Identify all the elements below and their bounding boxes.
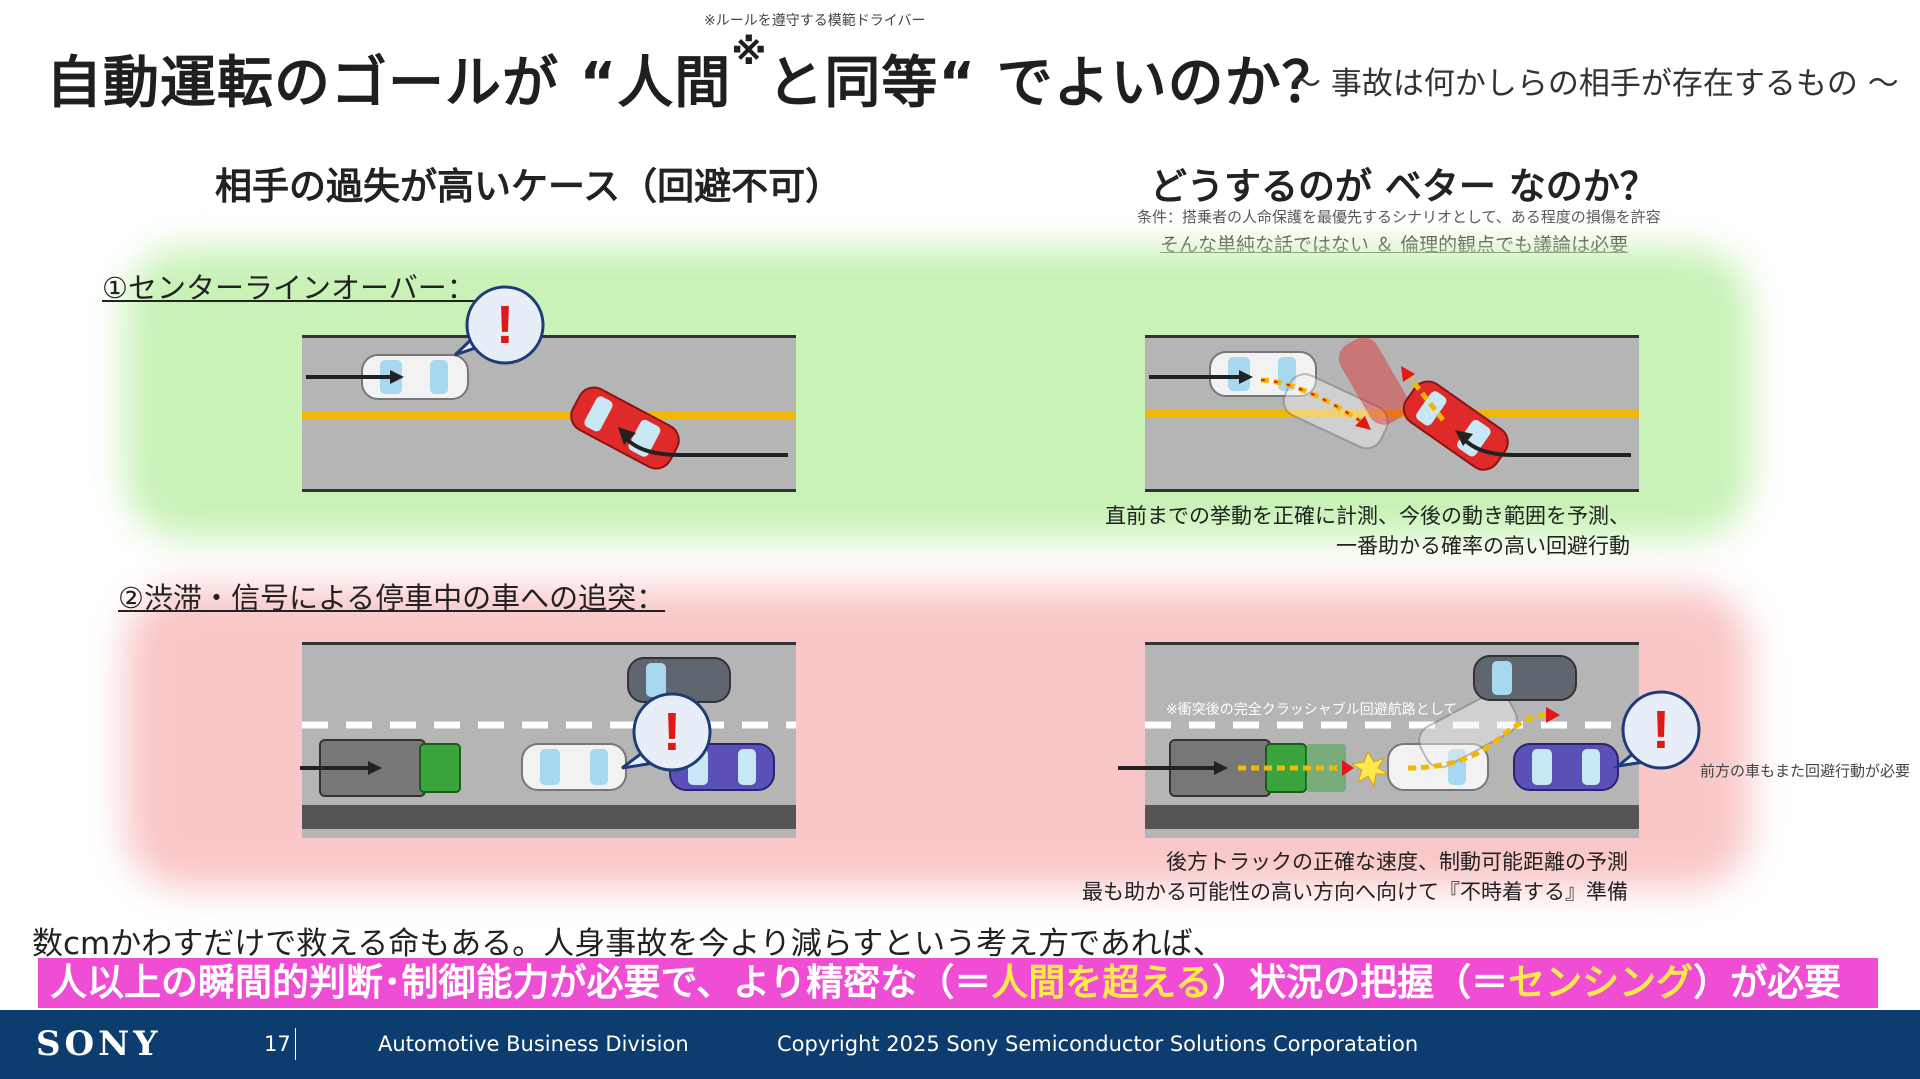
case2-caption-line2: 最も助かる可能性の高い方向へ向けて『不時着する』準備 xyxy=(1082,876,1628,906)
case2-scene-note: ※衝突後の完全クラッシャブル回避航路として xyxy=(1166,701,1457,718)
conclusion-part-c: ）状況の把握（＝ xyxy=(1212,961,1508,1004)
conclusion-part-e: ）が必要 xyxy=(1693,961,1841,1004)
case2-scene-before: ! xyxy=(300,640,800,840)
alert-mark: ! xyxy=(1652,700,1670,760)
conclusion-part-a: 人以上の瞬間的判断･制御能力が必要で、より精密な（＝ xyxy=(50,961,991,1004)
page-subtitle: ～ 事故は何かしらの相手が存在するもの ～ xyxy=(1290,58,1899,103)
case2-caption-line1: 後方トラックの正確な速度、制動可能距離の予測 xyxy=(1166,846,1628,876)
case1-caption-line1: 直前までの挙動を正確に計測、今後の動き範囲を予測、 xyxy=(1105,500,1630,530)
bottom-statement: 数cmかわすだけで救える命もある。人身事故を今より減らすという考え方であれば、 xyxy=(32,918,1224,963)
left-heading: 相手の過失が高いケース（回避不可） xyxy=(215,156,842,210)
center-line xyxy=(302,411,796,419)
conclusion-highlight-beyond-human: 人間を超える xyxy=(991,961,1212,1004)
case2-label: ②渋滞・信号による停車中の車への追突： xyxy=(118,575,665,617)
title-part1: 自動運転のゴールが “人間 xyxy=(46,51,731,116)
case1-caption-line2: 一番助かる確率の高い回避行動 xyxy=(1336,530,1630,560)
brand-logo: SONY xyxy=(36,1024,162,1064)
condition-note: 条件：搭乗者の人命保護を最優先するシナリオとして、ある程度の損傷を許容 xyxy=(1137,206,1661,227)
white-car xyxy=(522,744,626,790)
page-separator xyxy=(295,1028,296,1060)
truck-ghost xyxy=(1306,744,1346,792)
conclusion-highlight-sensing: センシング xyxy=(1508,961,1693,1004)
page-title: 自動運転のゴールが “人間※と同等“ でよいのか？ xyxy=(46,38,1339,119)
alert-bubble: ! xyxy=(455,287,543,363)
copyright: Copyright 2025 Sony Semiconductor Soluti… xyxy=(777,1032,1418,1056)
case2-side-note: 前方の車もまた回避行動が必要 xyxy=(1700,760,1910,781)
page-number: 17 xyxy=(264,1032,291,1056)
case2-scene-after: ※衝突後の完全クラッシャブル回避航路として ! xyxy=(1118,640,1718,840)
division-name: Automotive Business Division xyxy=(378,1032,689,1056)
gray-car xyxy=(1474,656,1576,700)
purple-car xyxy=(1514,744,1618,790)
footnote-model-driver: ※ルールを遵守する模範ドライバー xyxy=(704,10,925,30)
conclusion-text: 人以上の瞬間的判断･制御能力が必要で、より精密な（＝人間を超える）状況の把握（＝… xyxy=(50,958,1841,1008)
title-footnote-mark: ※ xyxy=(731,32,767,73)
case1-scene-before: ! xyxy=(300,285,800,495)
title-part2: と同等“ でよいのか？ xyxy=(767,51,1338,116)
right-heading: どうするのが ベター なのか？ xyxy=(1150,156,1657,210)
alert-mark: ! xyxy=(496,295,514,355)
alert-mark: ! xyxy=(663,702,681,762)
case1-scene-after xyxy=(1143,330,1643,500)
